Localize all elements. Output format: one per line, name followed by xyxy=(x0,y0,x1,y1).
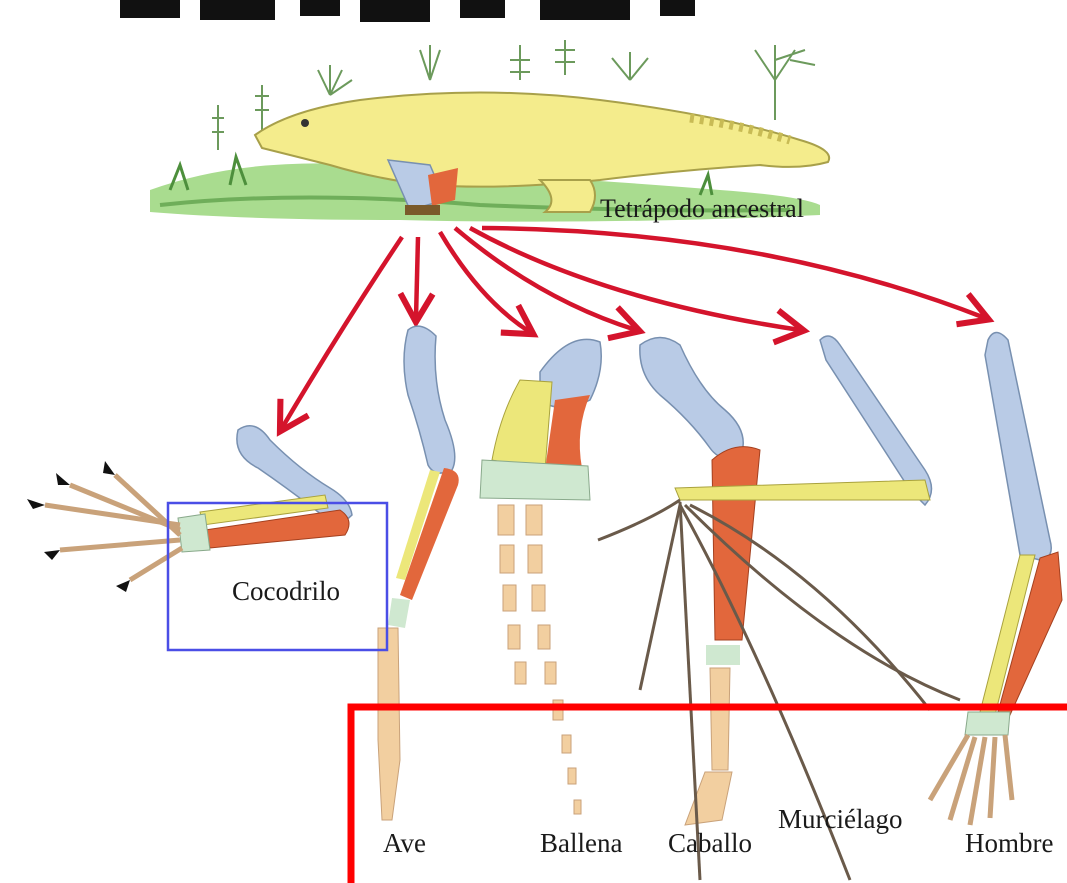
evolution-arrows xyxy=(282,228,985,428)
arrow-to-ballena xyxy=(440,232,530,332)
label-hombre: Hombre xyxy=(965,830,1053,857)
cropped-title-fragment xyxy=(120,0,695,22)
label-ballena: Ballena xyxy=(540,830,622,857)
arrow-to-murcielago xyxy=(470,228,800,330)
arrow-to-ave xyxy=(416,237,418,318)
caballo-cannon xyxy=(710,668,730,770)
ave-digits xyxy=(378,628,400,820)
arrow-to-cocodrilo xyxy=(282,237,402,428)
hombre-humerus xyxy=(985,333,1051,561)
limb-hombre xyxy=(930,333,1062,826)
arrow-to-hombre xyxy=(482,228,985,318)
ballena-carpals xyxy=(480,460,590,500)
limb-ballena xyxy=(480,339,601,814)
label-murcielago: Murciélago xyxy=(778,806,902,833)
cocodrilo-claws xyxy=(27,461,130,592)
hombre-phalanges xyxy=(930,735,1012,825)
cocodrilo-carpals xyxy=(178,514,210,552)
arrow-to-caballo xyxy=(455,228,636,330)
label-caballo: Caballo xyxy=(668,830,752,857)
limb-murcielago xyxy=(598,336,960,880)
label-ave: Ave xyxy=(383,830,426,857)
ballena-phalanges xyxy=(498,505,581,814)
ave-carpals xyxy=(388,598,410,628)
caballo-humerus xyxy=(640,338,743,458)
cocodrilo-phalanges xyxy=(45,475,182,580)
caballo-hoof xyxy=(685,772,732,825)
label-tetrapodo-ancestral: Tetrápodo ancestral xyxy=(600,196,804,222)
limb-caballo xyxy=(640,338,760,826)
limb-ave xyxy=(378,326,459,820)
caballo-carpals xyxy=(706,645,740,665)
label-cocodrilo: Cocodrilo xyxy=(232,578,340,605)
hombre-carpals xyxy=(965,712,1010,735)
ballena-radius xyxy=(492,380,552,470)
murcielago-humerus xyxy=(820,336,932,505)
ave-humerus xyxy=(404,326,455,473)
limb-cocodrilo xyxy=(27,426,352,592)
